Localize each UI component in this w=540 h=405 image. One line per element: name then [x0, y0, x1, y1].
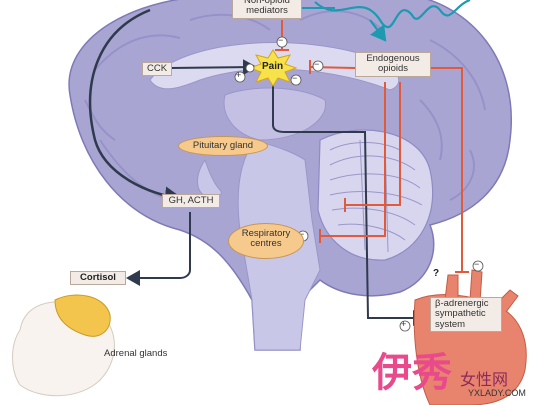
- cerebellum-folia: [329, 139, 423, 253]
- adrenal-gland: [54, 294, 111, 337]
- pain-pathway-arrow: [88, 8, 183, 207]
- watermark-site: 女性网: [460, 370, 509, 389]
- sign-plus-beta: +: [401, 319, 407, 329]
- cortisol-box: Cortisol: [70, 271, 126, 286]
- inhibitory-lines: [275, 20, 469, 273]
- beta-adrenergic-box: β-adrenergic sympathetic system: [430, 297, 502, 333]
- pain-burst: [248, 49, 298, 87]
- sign-minus-beta: −: [474, 259, 480, 269]
- sign-minus-pain: −: [292, 73, 298, 83]
- pain-to-sympathetic-arrow: [272, 80, 427, 326]
- sign-plus-cck: +: [236, 70, 242, 80]
- gh-to-cortisol-arrow: [126, 212, 191, 286]
- adrenal-glands-label: Adrenal glands: [104, 348, 168, 359]
- respiratory-centres-oval: Respiratory centres: [228, 223, 304, 259]
- watermark-url: YXLADY.COM: [468, 388, 526, 398]
- cck-arrow: [169, 59, 257, 76]
- non-opioid-box: Non-opioid mediators: [232, 0, 302, 19]
- sign-minus-opioid: −: [314, 59, 320, 69]
- cck-box: CCK: [142, 62, 172, 77]
- gyri-lines: [84, 10, 486, 201]
- gh-acth-box: GH, ACTH: [162, 194, 220, 209]
- pituitary-gland-oval: Pituitary gland: [178, 136, 268, 156]
- watermark-brand: 伊秀: [372, 349, 452, 396]
- sign-minus-top: −: [278, 35, 284, 45]
- question-mark: ?: [433, 268, 440, 279]
- teal-squiggle: [314, 0, 471, 29]
- thalamus: [223, 87, 326, 141]
- cerebellum: [317, 129, 434, 261]
- endogenous-opioids-box: Endogenous opioids: [355, 52, 431, 77]
- teal-arrow: [369, 19, 387, 42]
- pain-label: Pain: [262, 61, 284, 72]
